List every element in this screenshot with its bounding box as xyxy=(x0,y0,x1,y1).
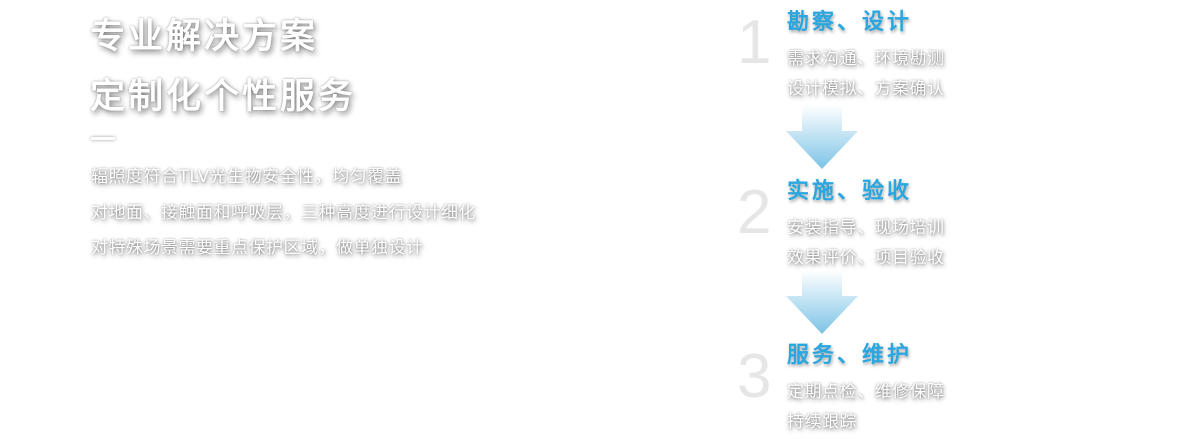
headline-line-2: 定制化个性服务 xyxy=(90,77,357,117)
step-1-title: 勘察、设计 xyxy=(787,10,913,35)
headline-line-1: 专业解决方案 xyxy=(90,17,319,57)
description-line-1: 辐照度符合TLV光生物安全性，均匀覆盖 xyxy=(91,167,403,187)
arrow-down-icon xyxy=(786,270,858,334)
step-2-line-2: 效果评价、项目验收 xyxy=(787,248,945,268)
title-divider xyxy=(91,137,115,140)
step-3-line-2: 持续跟踪 xyxy=(787,412,857,432)
arrow-down-icon xyxy=(786,105,858,169)
description-line-3: 对特殊场景需要重点保护区域，做单独设计 xyxy=(91,238,424,258)
step-1-line-1: 需求沟通、环境勘测 xyxy=(787,49,945,69)
step-2-title: 实施、验收 xyxy=(787,179,913,204)
step-3-title: 服务、维护 xyxy=(787,343,913,368)
step-2-line-1: 安装指导、现场培训 xyxy=(787,218,945,238)
step-3-number: 3 xyxy=(737,342,772,411)
step-1-line-2: 设计模拟、方案确认 xyxy=(787,79,945,99)
step-3-line-1: 定期点检、维修保障 xyxy=(787,382,945,402)
step-2-number: 2 xyxy=(737,178,772,247)
step-1-number: 1 xyxy=(737,8,772,77)
description-line-2: 对地面、接触面和呼吸层，三种高度进行设计细化 xyxy=(91,203,476,223)
